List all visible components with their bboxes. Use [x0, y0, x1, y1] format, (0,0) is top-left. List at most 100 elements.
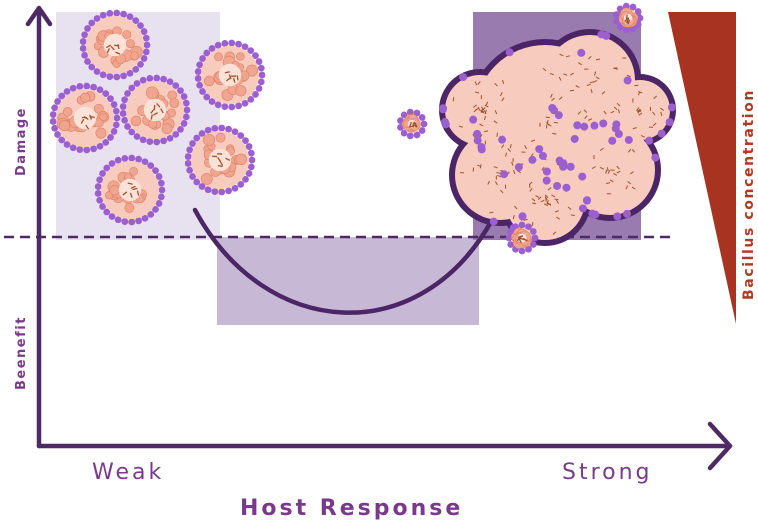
bacillus: [484, 104, 489, 108]
bacillus: [595, 58, 600, 61]
lesion-cell: [580, 122, 589, 131]
bacillus: [477, 81, 481, 85]
x-high-label: Strong: [562, 460, 653, 485]
x-axis-title: Host Response: [240, 496, 463, 521]
bacillus: [477, 106, 481, 111]
bacillus: [484, 109, 487, 115]
bacillus: [480, 108, 484, 113]
lesion-cell: [570, 134, 579, 143]
lesion-cell: [667, 103, 676, 112]
bacillus: [489, 211, 494, 214]
bacillus: [480, 109, 485, 113]
bacillus: [543, 203, 548, 207]
bacillus: [565, 55, 571, 58]
bacillus: [494, 110, 498, 115]
granuloma: [613, 2, 644, 34]
bacillus: [472, 167, 475, 172]
granuloma: [194, 39, 266, 111]
bacillus: [634, 84, 639, 87]
bacillus: [606, 167, 609, 172]
bacillus: [629, 171, 634, 175]
bacillus: [484, 130, 489, 133]
lesion-cell: [657, 129, 666, 138]
bacillus: [530, 139, 536, 142]
bacillus-concentration-wedge: [668, 12, 736, 324]
lesion-cell: [651, 153, 660, 162]
bacillus: [613, 172, 618, 176]
host-response-curve: [192, 207, 495, 315]
bacillus: [550, 93, 553, 98]
lesion-cell: [469, 115, 478, 124]
bacillus: [609, 179, 614, 183]
bacillus: [501, 97, 505, 102]
bacillus: [627, 148, 632, 153]
bacillus: [605, 169, 608, 174]
bacillus: [584, 115, 588, 119]
lesion-cell: [505, 48, 514, 57]
lesion-body: [565, 125, 655, 215]
weak-granuloma-cluster: [49, 9, 266, 226]
bacillus: [546, 199, 549, 204]
bacillus: [577, 111, 582, 115]
lesion-cell: [538, 151, 547, 160]
lesion-cell: [473, 136, 482, 145]
lesion-cell: [554, 111, 563, 120]
lesion-cell: [528, 155, 537, 164]
x-low-label: Weak: [92, 460, 164, 485]
bacillus: [531, 198, 536, 202]
granuloma: [79, 9, 151, 81]
bacillus: [532, 202, 537, 205]
bacillus: [540, 199, 545, 203]
bacillus: [475, 91, 480, 94]
bacillus: [549, 72, 554, 76]
bacillus: [502, 79, 505, 84]
bacillus: [588, 118, 593, 121]
bacillus: [509, 144, 512, 149]
granuloma: [505, 221, 539, 255]
lesion-cell: [614, 130, 623, 139]
lesion-cell: [613, 212, 622, 221]
bacillus: [617, 109, 620, 114]
bacillus: [512, 215, 515, 220]
lesion-cell: [623, 76, 632, 85]
bacillus: [524, 145, 528, 150]
bacillus: [589, 81, 594, 84]
bacillus: [556, 216, 560, 220]
bacillus: [542, 67, 547, 72]
bacillus: [586, 83, 591, 87]
bacillus: [528, 181, 533, 186]
bacillus: [631, 148, 636, 153]
bacillus: [458, 125, 463, 128]
bacillus: [578, 62, 582, 66]
bacillus: [551, 97, 555, 102]
bacillus: [483, 116, 486, 121]
granuloma: [49, 82, 121, 154]
bacillus: [599, 147, 604, 151]
bacillus: [473, 104, 477, 108]
bacillus: [567, 206, 572, 210]
bacillus: [616, 102, 621, 107]
bacillus: [638, 90, 643, 94]
bacillus: [513, 169, 516, 175]
lesion-cell: [553, 181, 562, 190]
bacillus: [552, 231, 557, 235]
granuloma: [119, 74, 191, 146]
lesion-cell: [612, 120, 621, 129]
bacillus: [479, 164, 482, 169]
lesion-cell: [582, 196, 591, 205]
bacillus: [479, 123, 484, 127]
bacillus: [607, 170, 611, 174]
bacillus: [452, 97, 455, 102]
bacillus: [603, 110, 607, 115]
bacillus: [547, 202, 552, 206]
bacillus: [555, 199, 559, 204]
lesion-cell: [559, 159, 568, 168]
bacillus: [482, 107, 486, 111]
bacillus: [590, 88, 593, 94]
lesion-cell: [578, 204, 587, 213]
lesion-cell: [473, 129, 482, 138]
granuloma: [397, 108, 428, 140]
lesion-cell: [577, 48, 586, 57]
bacillus: [494, 82, 498, 87]
